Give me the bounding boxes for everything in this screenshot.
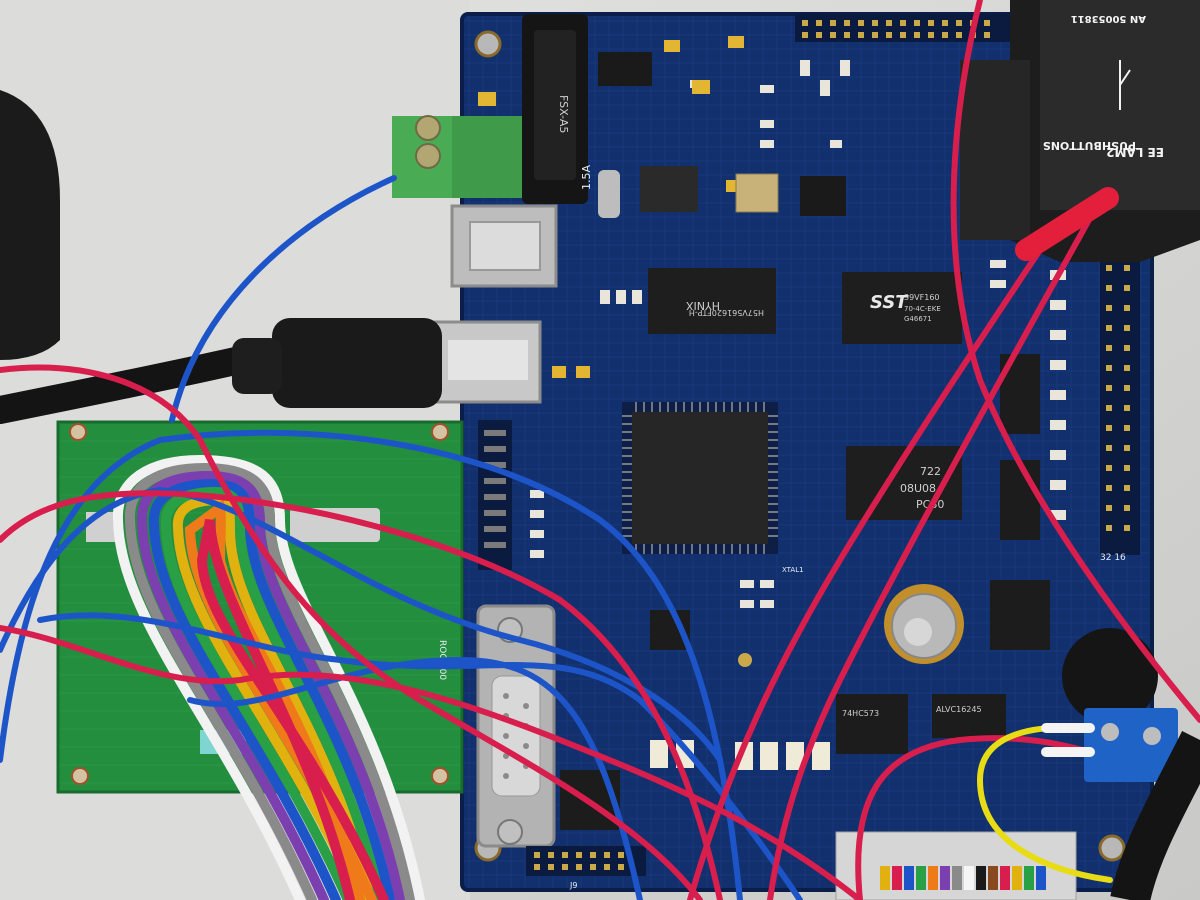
- tantalum-capacitors: [478, 36, 744, 378]
- blue-screw-terminal: [1084, 708, 1178, 782]
- pushbutton-brand-label: EE LAM2: [1106, 145, 1164, 159]
- logic-chip-label: 74HC573: [842, 709, 879, 718]
- dram-chip-part: H57V561620FTP-H: [689, 308, 764, 317]
- dram-chip-label: HYNIX: [686, 299, 720, 312]
- small-ics: 74HC573 ALVC16245: [560, 52, 1050, 830]
- fuse-holder: FSX-A5 1.5A: [522, 14, 593, 204]
- ribbon-connector-bottom: [835, 831, 1077, 900]
- flash-chip-line2: 70-4C-EKE: [904, 305, 941, 313]
- fuse-rating-label: 1.5A: [580, 165, 593, 190]
- sram-chip-line2: 08U08: [900, 482, 936, 495]
- svg-text:SST: SST: [870, 292, 909, 313]
- logic-chip-2-label: ALVC16245: [936, 705, 982, 714]
- main-processor-chip: [622, 402, 778, 554]
- flash-chip: SST 39VF160 70-4C-EKE G46671: [842, 272, 962, 344]
- black-cable-left: [0, 90, 60, 360]
- green-terminal-block: [392, 115, 524, 198]
- left-pin-header: [478, 420, 512, 570]
- pushbutton-part-label: AN 50053811: [1071, 13, 1146, 24]
- right-pin-header: 32 16: [1100, 255, 1140, 563]
- pushbutton-label: PUSHBUTTONS: [1043, 139, 1136, 152]
- smd-components: [530, 55, 1066, 608]
- dram-chip: HYNIX H57V561620FTP-H: [648, 268, 776, 334]
- usb-b-port: [450, 204, 558, 288]
- buzzer: [1062, 628, 1158, 724]
- yellow-wire: [976, 724, 1113, 883]
- usb-cable-plug: [0, 318, 442, 424]
- black-cable-right: [1110, 731, 1200, 900]
- mounting-holes: [474, 30, 1126, 862]
- fuse-holder-label: FSX-A5: [557, 95, 570, 133]
- flash-chip-label: 39VF160: [904, 293, 940, 302]
- pushbutton-block: AN 50053811 PUSHBUTTONS EE LAM2: [960, 0, 1200, 262]
- xtal-label: XTAL1: [782, 566, 804, 574]
- header-j9-label: J9: [569, 881, 577, 890]
- sram-chip-label: 722: [920, 465, 941, 478]
- coin-battery: [884, 584, 964, 664]
- red-wire-sleeve: [1015, 187, 1119, 261]
- flash-chip-line3: G46671: [904, 315, 932, 323]
- usb-a-port: [430, 320, 542, 404]
- terminal-pin-label: 32 16: [1100, 553, 1126, 563]
